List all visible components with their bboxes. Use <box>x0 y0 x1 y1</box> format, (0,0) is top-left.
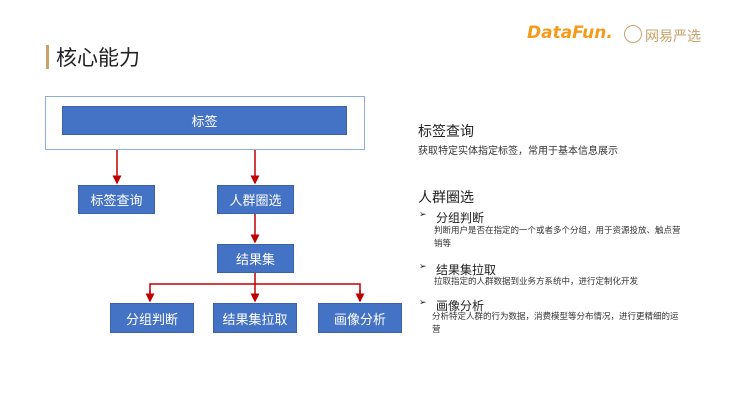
node-result-pull: 结果集拉取 <box>213 303 297 333</box>
node-result-set: 结果集 <box>217 244 294 273</box>
item-desc: 分析特定人群的行为数据，消费模型等分布情况，进行更精细的运营 <box>432 312 679 335</box>
item-title: 分组判断 <box>436 211 485 225</box>
node-tag-query: 标签查询 <box>78 185 155 214</box>
bullet-icon: ➢ <box>419 210 427 220</box>
tag-query-desc: 获取特定实体指定标签，常用于基本信息展示 <box>418 146 618 157</box>
item-desc: 判断用户是否在指定的一个或者多个分组，用于资源投放、触点营销等 <box>434 226 681 249</box>
node-profile-analysis: 画像分析 <box>318 303 402 333</box>
tag-query-heading: 标签查询 <box>418 124 474 140</box>
node-crowd-select: 人群圈选 <box>217 185 294 214</box>
bullet-icon: ➢ <box>419 262 427 272</box>
item-title: 结果集拉取 <box>436 263 497 277</box>
netease-logo-icon <box>624 25 642 43</box>
node-group-judge: 分组判断 <box>110 303 194 333</box>
root-container <box>45 96 365 150</box>
netease-logo: 网易严选 <box>645 29 701 45</box>
datafun-logo: DataFun. <box>527 23 613 43</box>
crowd-heading: 人群圈选 <box>418 190 474 206</box>
bullet-icon: ➢ <box>419 298 427 308</box>
item-title: 画像分析 <box>436 299 485 313</box>
node-tag: 标签 <box>62 106 347 135</box>
item-desc: 拉取指定的人群数据到业务方系统中，进行定制化开发 <box>434 277 639 287</box>
title-accent-bar <box>46 45 49 69</box>
page-title: 核心能力 <box>56 46 140 70</box>
